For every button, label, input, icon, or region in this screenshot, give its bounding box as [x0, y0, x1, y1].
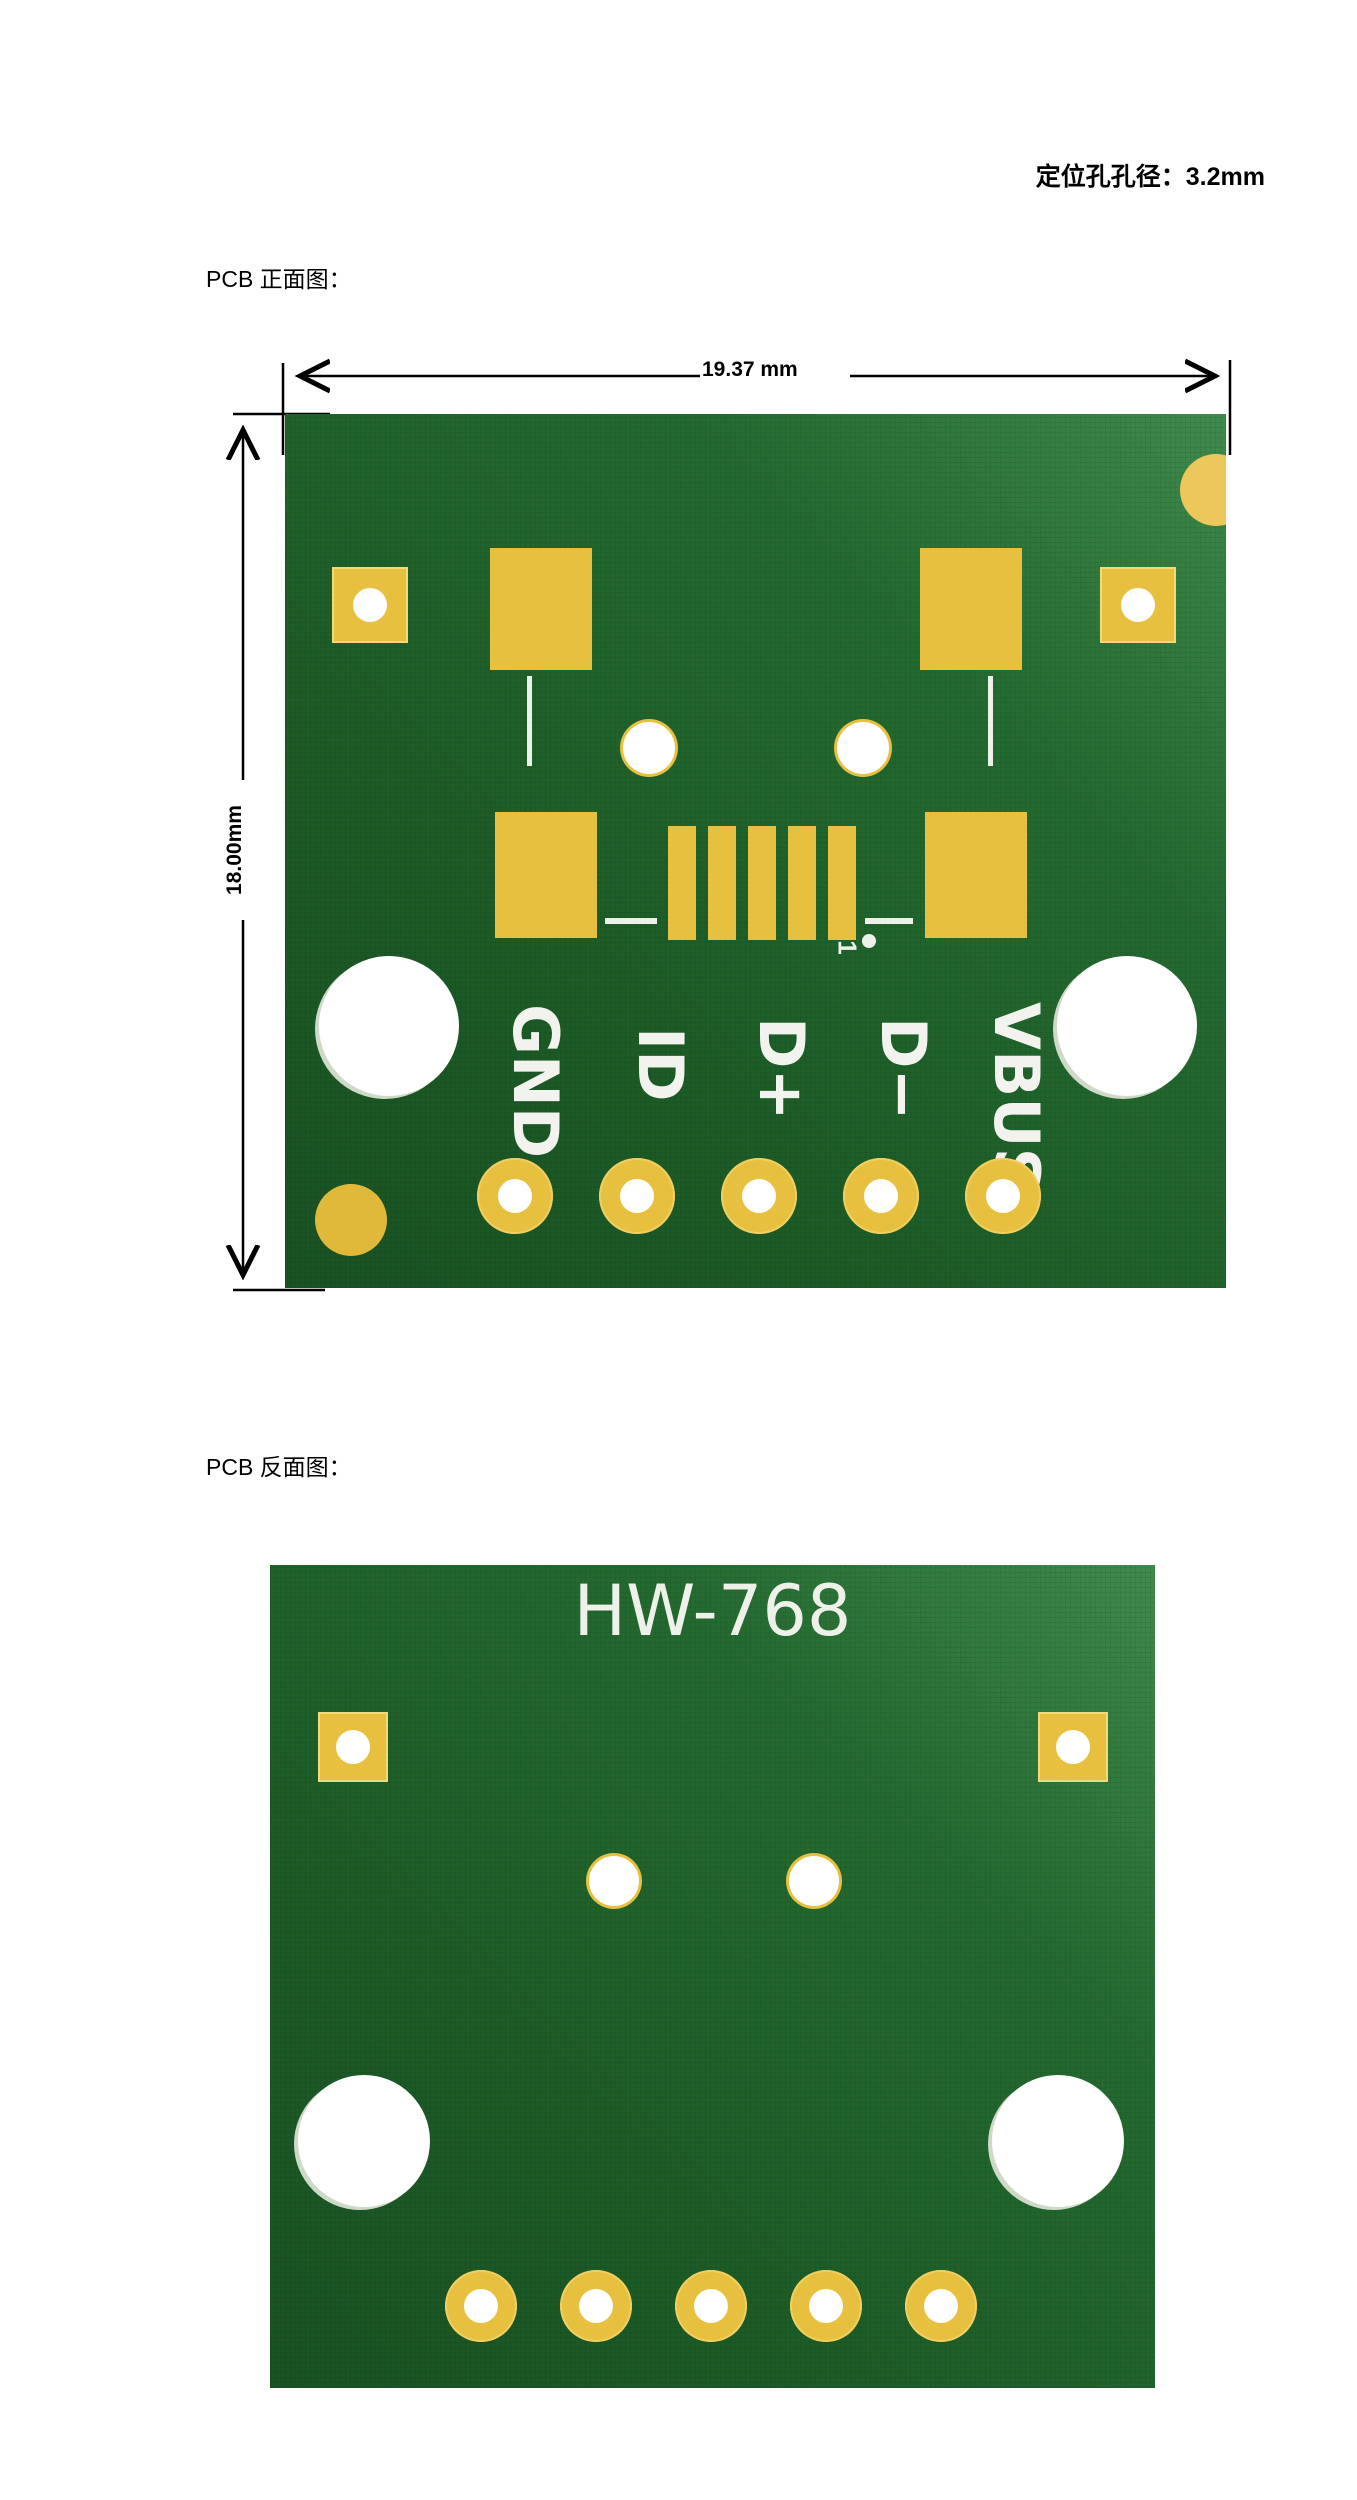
usb-signal-pad-3 — [748, 826, 776, 940]
usb-signal-pad-2 — [708, 826, 736, 940]
pin-label-dplus: D+ — [745, 1017, 818, 1121]
hole-diameter-note: 定位孔孔径：3.2mm — [1035, 163, 1265, 191]
shield-pad-bottom-left — [495, 812, 597, 938]
header-pad-gnd — [477, 1158, 553, 1234]
width-dimension-label: 19.37 mm — [702, 358, 798, 381]
square-pad-left — [332, 567, 408, 643]
header-pad-5 — [905, 2270, 977, 2342]
header-pad-dminus — [843, 1158, 919, 1234]
header-pad-dplus — [721, 1158, 797, 1234]
silk-line-right — [988, 676, 993, 766]
mounting-hole-left — [298, 2075, 430, 2207]
square-pad-left — [318, 1712, 388, 1782]
pin-label-vbus: VBUS — [980, 1002, 1053, 1193]
mounting-hole-right — [1057, 956, 1197, 1096]
header-pad-vbus — [965, 1158, 1041, 1234]
pcb-back: HW-768 — [270, 1565, 1155, 2388]
header-pad-id — [599, 1158, 675, 1234]
usb-signal-pad-5 — [828, 826, 856, 940]
usb-signal-pad-1 — [668, 826, 696, 940]
mounting-hole-left — [319, 956, 459, 1096]
header-pad-4 — [790, 2270, 862, 2342]
header-pad-1 — [445, 2270, 517, 2342]
pcb-front: 1 GND ID D+ D− VBUS — [285, 414, 1226, 1288]
shield-pad-top-right — [920, 548, 1022, 670]
pin-label-dminus: D− — [867, 1017, 940, 1121]
via-right — [789, 1856, 839, 1906]
shield-pad-bottom-right — [925, 812, 1027, 938]
pin-label-gnd: GND — [499, 1004, 572, 1159]
height-dimension-label: 18.00mm — [222, 805, 246, 895]
fiducial-bottom-left — [315, 1184, 387, 1256]
fiducial-top-right — [1180, 454, 1226, 526]
front-view-caption: PCB 正面图： — [206, 266, 352, 292]
mounting-hole-right — [992, 2075, 1124, 2207]
via-left — [623, 722, 675, 774]
via-left — [589, 1856, 639, 1906]
model-silkscreen: HW-768 — [573, 1570, 852, 1652]
header-pad-3 — [675, 2270, 747, 2342]
header-pad-2 — [560, 2270, 632, 2342]
pin1-dot — [862, 934, 876, 948]
via-right — [837, 722, 889, 774]
shield-pad-top-left — [490, 548, 592, 670]
square-pad-right — [1038, 1712, 1108, 1782]
pin-label-id: ID — [624, 1027, 697, 1102]
back-view-caption: PCB 反面图： — [206, 1454, 352, 1480]
silk-dash-right — [865, 918, 913, 924]
square-pad-right — [1100, 567, 1176, 643]
pin1-marker: 1 — [832, 940, 863, 955]
silk-line-left — [527, 676, 532, 766]
dimension-lines — [0, 0, 1232, 1292]
usb-signal-pad-4 — [788, 826, 816, 940]
silk-dash-left — [605, 918, 657, 924]
